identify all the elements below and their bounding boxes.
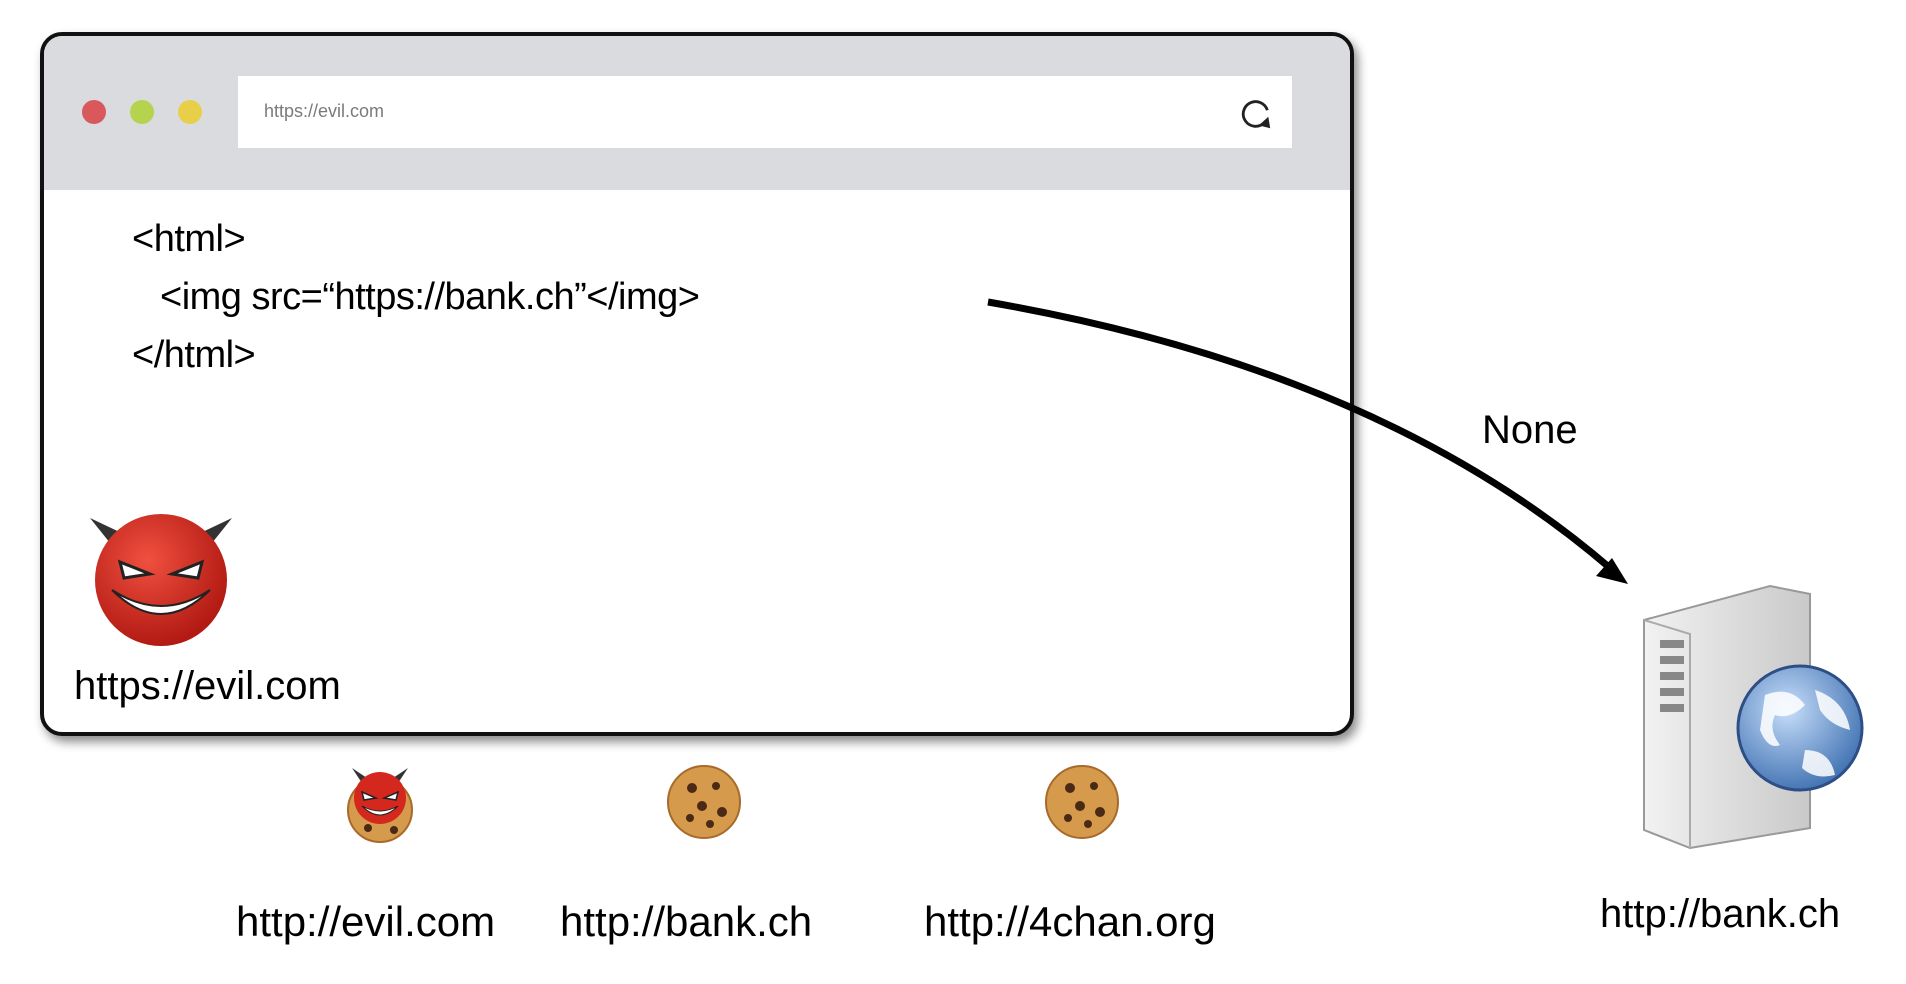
web-server-globe-icon: [1643, 584, 1864, 850]
devil-icon: [90, 514, 232, 646]
cookie-label-evil: http://evil.com: [236, 898, 496, 945]
address-bar[interactable]: https://evil.com: [238, 76, 1292, 148]
devil-cookie-icon: [347, 768, 413, 843]
cookies-sent-label: None: [1482, 408, 1578, 452]
minimize-window-button[interactable]: [130, 100, 154, 124]
maximize-window-button[interactable]: [178, 100, 202, 124]
attacker-site-label: https://evil.com: [74, 664, 341, 708]
code-line-html-close: </html>: [132, 334, 256, 376]
browser-titlebar: https://evil.com: [44, 36, 1350, 190]
address-bar-url[interactable]: https://evil.com: [264, 101, 385, 121]
cookie-icon: [667, 765, 741, 839]
reload-icon[interactable]: [1236, 94, 1274, 132]
code-line-img-tag: <img src=“https://bank.ch”</img>: [160, 276, 700, 318]
cookie-label-4chan: http://4chan.org: [924, 898, 1216, 945]
close-window-button[interactable]: [82, 100, 106, 124]
server-label: http://bank.ch: [1600, 892, 1841, 936]
browser-window: https://evil.com <html> <img src=“https:…: [40, 32, 1354, 736]
code-line-html-open: <html>: [132, 218, 246, 260]
cookie-label-bank: http://bank.ch: [560, 898, 813, 945]
cookie-icon: [1045, 765, 1119, 839]
